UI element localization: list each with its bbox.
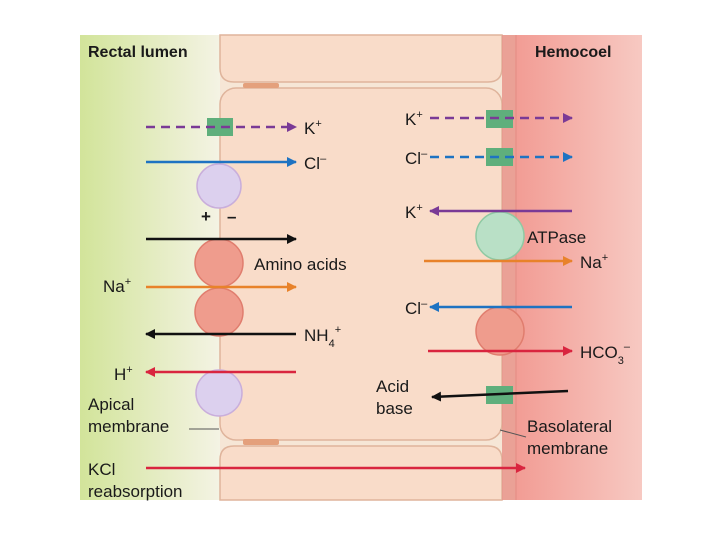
h-label: H+ (114, 364, 133, 384)
basolateral-membrane-band (502, 35, 517, 500)
basolateral-cl-channel (486, 148, 513, 166)
apical-cl-pump (196, 163, 242, 209)
na-label-apical: Na+ (103, 276, 131, 296)
junction-top (243, 83, 279, 88)
hemocoel-region (515, 35, 642, 500)
hemocoel-title: Hemocoel (535, 44, 611, 61)
nh4-transporter (194, 287, 244, 337)
cl-label-apical: Cl– (304, 153, 327, 173)
basolateral-k-channel (486, 110, 513, 128)
charge-minus: – (227, 207, 236, 226)
kcl-label-line2: reabsorption (88, 482, 183, 501)
na-k-atpase (475, 211, 525, 261)
apical-label-line2: membrane (88, 417, 169, 436)
lower-cell (219, 445, 503, 501)
cl-hco3-exchanger (475, 306, 525, 356)
cl-label-basolateral: Cl– (405, 148, 428, 168)
amino-acids-label: Amino acids (254, 255, 347, 274)
kcl-label-line1: KCl (88, 460, 115, 479)
junction-bottom (243, 439, 279, 445)
nh4-label: NH4+ (304, 324, 341, 350)
atpase-label: ATPase (527, 228, 586, 247)
k-label-basolateral: K+ (405, 109, 423, 129)
charge-plus: + (201, 207, 211, 226)
arrow-acid-base (431, 389, 569, 402)
rectal-lumen-title: Rectal lumen (88, 44, 188, 61)
acid-label: Acid (376, 377, 409, 396)
amino-acid-transporter (194, 238, 244, 288)
apical-label-line1: Apical (88, 395, 134, 414)
apical-h-pump (195, 369, 243, 417)
basolateral-label-line2: membrane (527, 439, 608, 458)
k-label-apical: K+ (304, 118, 322, 138)
upper-cell (219, 34, 503, 83)
na-label-basolateral: Na+ (580, 252, 608, 272)
apical-k-channel (207, 118, 233, 136)
k-label-atpase: K+ (405, 202, 423, 222)
hco3-label: HCO3– (580, 341, 631, 367)
base-label: base (376, 399, 413, 418)
basolateral-membrane-leader (499, 429, 527, 438)
basolateral-label-line1: Basolateral (527, 417, 612, 436)
cl-label-exchanger: Cl– (405, 298, 428, 318)
